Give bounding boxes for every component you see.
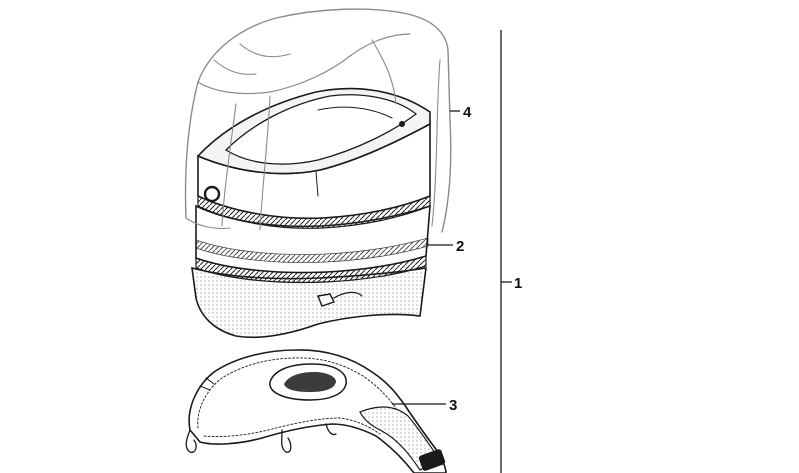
tank-base-plate (185, 349, 447, 473)
tank-bag (191, 87, 431, 339)
callout-label-3: 3 (449, 397, 457, 414)
callout-label-2: 2 (456, 238, 464, 255)
callout-4: 4 (450, 104, 472, 121)
callout-3: 3 (392, 397, 457, 414)
rain-cover (184, 8, 452, 233)
callout-1: 1 (514, 275, 522, 292)
callout-label-1: 1 (514, 275, 522, 292)
callout-2: 2 (428, 238, 464, 255)
callout-bracket (500, 30, 512, 473)
callout-label-4: 4 (463, 104, 472, 121)
